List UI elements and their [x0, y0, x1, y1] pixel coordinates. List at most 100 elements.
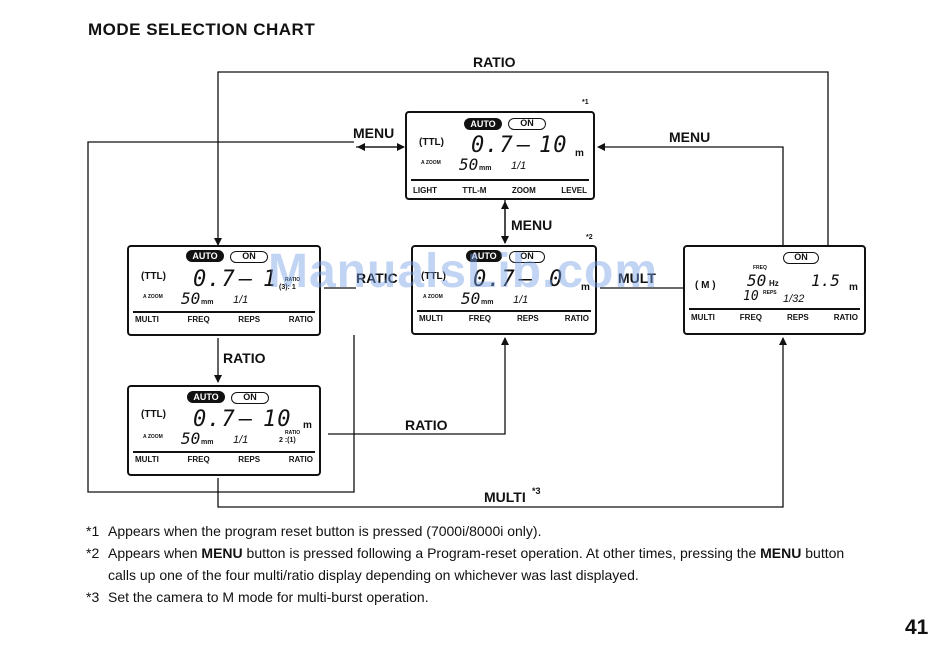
label-multi-bottom: MULTI	[484, 489, 526, 505]
mode-label: ( M )	[695, 280, 716, 291]
zoom-unit: mm	[201, 439, 214, 446]
footnote-3: *3 Set the camera to M mode for multi-bu…	[86, 586, 846, 608]
reps-caption: REPS	[763, 290, 777, 296]
range-start: 0.7	[193, 407, 236, 432]
ratio-caption: RATIO	[285, 430, 301, 436]
footnote-text: button is pressed following a Program-re…	[242, 545, 761, 561]
ratio-caption: RATIO	[285, 277, 301, 283]
power-ratio: 1/1	[513, 294, 529, 306]
panel-top-mark: *1	[582, 99, 589, 106]
multi-bottom-connector	[217, 337, 787, 508]
zoom-unit: mm	[201, 299, 214, 306]
softkey-label: TTL-M	[462, 186, 487, 195]
menu-right-connector	[597, 143, 784, 245]
on-badge: ON	[783, 252, 819, 264]
page-title: MODE SELECTION CHART	[88, 20, 316, 39]
freq-value: 50	[747, 271, 767, 290]
softkey-label: MULTI	[135, 455, 159, 464]
power-ratio: 1/32	[783, 293, 805, 305]
range-value: 1.5	[811, 271, 840, 290]
range-end: 1	[263, 267, 278, 292]
footnote-2: *2 Appears when MENU button is pressed f…	[86, 542, 846, 586]
zoom-value: 50	[461, 289, 481, 308]
label-menu-right: MENU	[669, 129, 710, 145]
lcd-panel-top: AUTO ON (TTL) 0.7 – 10 m A ZOOM 50 mm 1/…	[405, 111, 595, 200]
left-frame-connector	[87, 141, 355, 493]
panel-center-mark: *2	[586, 234, 593, 241]
label-multi-note: *3	[532, 486, 541, 496]
on-badge: ON	[230, 251, 268, 263]
page-number: 41	[905, 616, 929, 639]
zoom-unit: mm	[481, 299, 494, 306]
label-ratio-bottom: RATIO	[405, 417, 448, 433]
mode-label: (TTL)	[419, 137, 444, 148]
label-ratio-top: RATIO	[473, 54, 516, 70]
range-end: 0	[549, 267, 564, 292]
freq-unit: Hz	[769, 279, 779, 288]
range-start: 0.7	[473, 267, 516, 292]
ratio-bottom-connector	[328, 337, 509, 435]
footnote-emphasis: MENU	[201, 545, 243, 561]
on-badge: ON	[231, 392, 269, 404]
footnote-text: button calls up one of the four multi/ra…	[108, 545, 845, 583]
zoom-value: 50	[459, 155, 479, 174]
label-ratio-down: RATIO	[223, 350, 266, 366]
softkey-label: FREQ	[468, 314, 492, 323]
range-unit: m	[303, 420, 312, 431]
range-end: 10	[263, 407, 292, 432]
softkey-label: MULTI	[135, 315, 159, 324]
range-unit: m	[849, 282, 858, 293]
auto-badge: AUTO	[186, 250, 224, 262]
zoom-label: A ZOOM	[421, 160, 441, 166]
zoom-unit: mm	[479, 165, 492, 172]
reps-value: 10	[743, 289, 759, 304]
softkey-label: MULTI	[691, 313, 715, 322]
softkey-label: MULTI	[419, 314, 443, 323]
softkey-label: FREQ	[187, 455, 210, 464]
auto-badge: AUTO	[466, 250, 502, 262]
footnote-emphasis: MENU	[760, 545, 802, 561]
mode-label: (TTL)	[141, 271, 166, 282]
auto-badge: AUTO	[187, 391, 225, 403]
softkey-label: LEVEL	[561, 186, 587, 195]
lcd-panel-right: ON ( M ) FREQ 50 Hz 1.5 m 10 REPS 1/32 M…	[683, 245, 866, 335]
mode-label: (TTL)	[141, 409, 166, 420]
footnote-1: *1 Appears when the program reset button…	[86, 520, 846, 542]
lcd-panel-bottom-left: AUTO ON (TTL) 0.7 – 10 m RATIO 2 :(1) A …	[127, 385, 321, 476]
footnote-text: Appears when	[108, 545, 202, 561]
zoom-label: A ZOOM	[143, 434, 163, 440]
footnote-mark: *1	[86, 523, 100, 539]
mode-label: (TTL)	[421, 271, 446, 282]
footnote-text: Appears when the program reset button is…	[108, 523, 542, 539]
zoom-label: A ZOOM	[423, 294, 443, 300]
softkey-label: FREQ	[739, 313, 763, 322]
ratio-setting: (3): 1	[279, 284, 296, 291]
softkey-label: REPS	[238, 455, 261, 464]
auto-badge: AUTO	[464, 118, 502, 130]
footnote-text: Set the camera to M mode for multi-burst…	[108, 589, 429, 605]
watermark: ManualsLib.com	[268, 245, 659, 298]
zoom-value: 50	[181, 429, 201, 448]
softkey-label: REPS	[516, 314, 539, 323]
softkey-label: RATIO	[288, 315, 313, 324]
label-ratio-partial: RATIC	[356, 270, 398, 286]
power-ratio: 1/1	[511, 160, 527, 172]
ratio-setting: 2 :(1)	[279, 437, 296, 444]
label-menu-center: MENU	[511, 217, 552, 233]
on-badge: ON	[509, 251, 545, 263]
softkey-label: RATIO	[564, 314, 589, 323]
lcd-panel-center: AUTO ON (TTL) 0.7 – 0 m A ZOOM 50 mm 1/1…	[411, 245, 597, 335]
on-badge: ON	[508, 118, 546, 130]
range-start: 0.7	[193, 267, 236, 292]
label-multi-partial: MULT	[618, 270, 656, 286]
softkey-label: REPS	[786, 313, 809, 322]
freq-caption: FREQ	[753, 265, 767, 271]
lcd-panel-left: AUTO ON (TTL) 0.7 – 1 RATIO (3): 1 A ZOO…	[127, 245, 321, 336]
softkey-label: ZOOM	[511, 186, 536, 195]
range-start: 0.7	[471, 133, 514, 158]
range-unit: m	[575, 148, 584, 159]
softkey-label: REPS	[238, 315, 261, 324]
softkey-label: RATIO	[833, 313, 858, 322]
footnote-mark: *2	[86, 545, 100, 561]
